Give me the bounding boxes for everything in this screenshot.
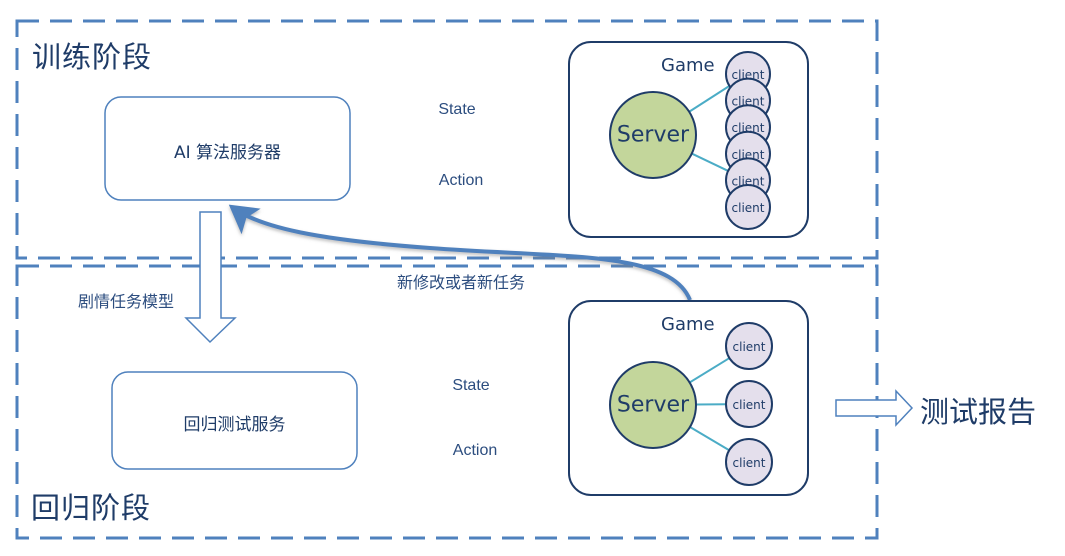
training-client-label: client — [732, 68, 765, 82]
report-output-arrow — [835, 389, 914, 427]
regression-action-label: Action — [452, 442, 498, 459]
training-client-label: client — [732, 121, 765, 135]
regression-stage-title: 回归阶段 — [31, 491, 152, 525]
model-transfer-arrow — [184, 211, 237, 344]
regression-server-node[interactable] — [609, 361, 697, 449]
regression-state-label: State — [452, 377, 490, 394]
feedback-curve-arrow — [228, 204, 692, 301]
training-action-label: Action — [438, 172, 484, 189]
training-client-label: client — [732, 201, 765, 215]
regression-client-node[interactable] — [725, 438, 773, 486]
feedback-arrow-label: 新修改或者新任务 — [397, 273, 526, 292]
regression-service-label: 回归测试服务 — [183, 415, 286, 435]
training-client-label: client — [732, 148, 765, 162]
model-arrow-label: 剧情任务模型 — [78, 292, 175, 311]
training-stage-title: 训练阶段 — [32, 40, 153, 74]
regression-client-nodes: client client client — [725, 322, 773, 486]
training-link-4 — [691, 152, 729, 172]
regression-service-box[interactable] — [111, 371, 358, 470]
regression-link-0 — [689, 357, 730, 384]
training-state-label: State — [438, 101, 476, 118]
regression-link-2 — [689, 426, 730, 452]
training-link-0 — [688, 85, 731, 113]
training-client-node[interactable] — [725, 184, 771, 230]
regression-client-node[interactable] — [725, 380, 773, 428]
regression-client-node[interactable] — [725, 322, 773, 370]
training-server-label: Server — [617, 123, 690, 148]
regression-client-label: client — [733, 340, 766, 354]
regression-client-label: client — [733, 456, 766, 470]
training-client-label: client — [732, 174, 765, 188]
regression-game-label: Game — [661, 314, 715, 335]
test-report-label: 测试报告 — [920, 395, 1037, 429]
training-client-label: client — [732, 95, 765, 109]
ai-server-label: AI 算法服务器 — [173, 143, 282, 163]
regression-server-label: Server — [617, 393, 690, 418]
training-client-nodes: client client client client client client — [725, 51, 771, 230]
training-game-label: Game — [661, 55, 715, 76]
ai-server-box[interactable] — [104, 96, 351, 201]
regression-game-links — [689, 357, 730, 452]
training-stage-container — [15, 19, 879, 260]
regression-client-label: client — [733, 398, 766, 412]
training-game-links — [688, 85, 731, 172]
training-server-node[interactable] — [609, 91, 697, 179]
